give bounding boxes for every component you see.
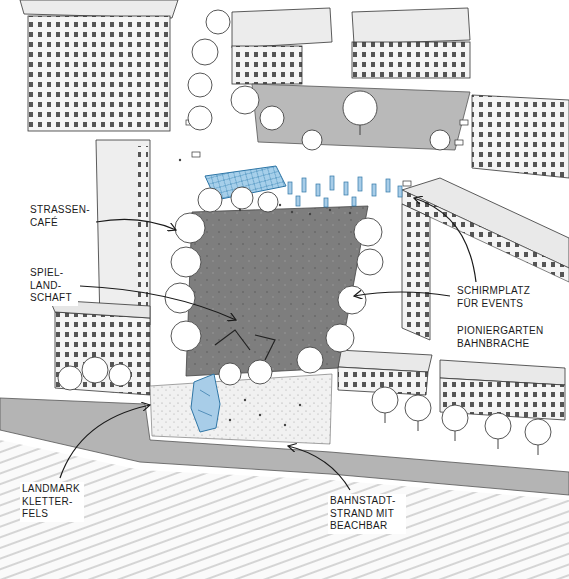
annotation-label: PIONIERGARTEN BAHNBRACHE	[455, 324, 563, 351]
leader-arrow	[414, 198, 476, 282]
annotation-label: SCHIRMPLATZ FÜR EVENTS	[455, 284, 539, 311]
annotation-label: SPIEL- LAND- SCHAFT	[28, 266, 78, 306]
leader-arrow	[80, 286, 236, 320]
leader-arrow	[288, 446, 350, 490]
annotation-label: BAHNSTADT- STRAND MIT BEACHBAR	[328, 494, 406, 534]
annotation-label: LANDMARK KLETTER- FELS	[20, 482, 84, 522]
leader-arrow	[96, 219, 176, 230]
leader-arrow	[60, 405, 150, 478]
leader-arrow	[354, 292, 450, 296]
annotation-label: STRASSEN- CAFÉ	[28, 203, 92, 230]
